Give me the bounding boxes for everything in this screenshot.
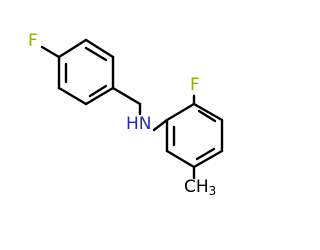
- bond-ring2-b: [192, 102, 224, 122]
- bond-ring1-inner-3: [88, 84, 108, 98]
- methyl-label: CH3: [184, 177, 216, 198]
- bond-ring1-e: [57, 86, 88, 106]
- bond-ring1-b: [84, 38, 115, 59]
- bond-f-c: [40, 45, 61, 59]
- chemical-structure: F HN F CH3: [28, 31, 224, 198]
- bond-ring2-inner-2: [197, 109, 217, 123]
- fluorine-right-label: F: [190, 75, 200, 95]
- methyl-subscript: 3: [209, 184, 217, 198]
- bond-ring2-d: [192, 149, 224, 169]
- bond-ring2-inner-3: [195, 147, 216, 161]
- bond-ring2-e: [165, 149, 196, 169]
- bond-ring2-a: [165, 102, 196, 122]
- bond-ring1-ch2: [111, 86, 142, 106]
- atom-labels: F HN F CH3: [28, 31, 216, 198]
- bond-ring1-inner-2: [84, 46, 108, 62]
- nitrogen-label: HN: [126, 114, 152, 134]
- methyl-ch-label: CH: [184, 177, 209, 197]
- bond-ring1-a: [57, 38, 88, 59]
- fluorine-left-label: F: [28, 31, 38, 51]
- bond-n-ring2: [152, 118, 169, 132]
- bond-lines: [40, 38, 224, 180]
- bond-ring1-d: [84, 86, 115, 106]
